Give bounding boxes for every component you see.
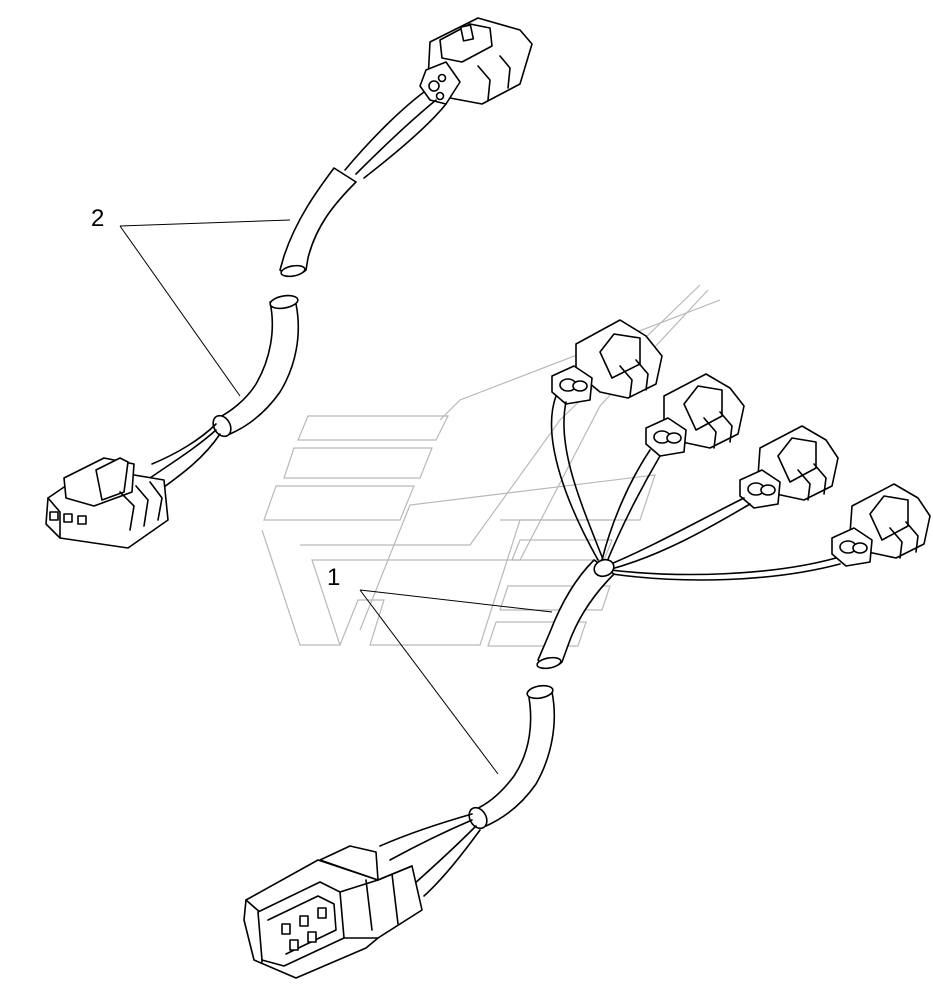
upper-connector-part-2 [419,17,533,105]
connector-a-part-1 [551,319,663,405]
harness-part-1 [243,319,931,979]
connector-c-part-1 [739,425,839,509]
lower-connector-part-2 [45,457,169,549]
callout-label-2: 2 [91,205,105,232]
leader-lines [119,219,553,775]
watermark-logo [261,284,721,647]
callout-label-1: 1 [327,564,341,591]
connector-d-part-1 [831,483,931,567]
harness-part-2 [45,17,533,549]
main-connector-part-1 [243,845,423,979]
connector-b-part-1 [645,373,745,457]
